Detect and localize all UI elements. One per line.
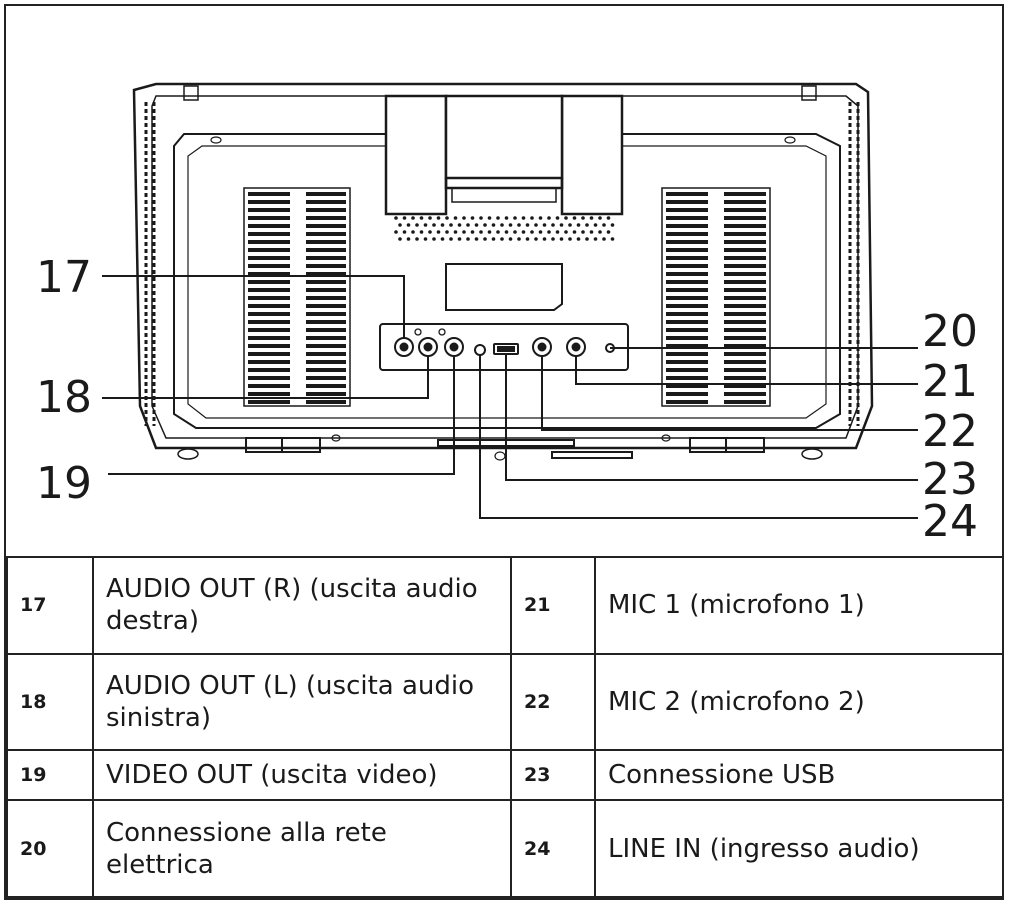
callout-20: 20 [922, 306, 978, 357]
figure-frame: 17 18 19 20 21 22 23 24 17 AUDIO OUT (R)… [4, 4, 1004, 900]
device-rear-diagram: 17 18 19 20 21 22 23 24 [6, 6, 1002, 556]
table-row: 17 AUDIO OUT (R) (uscita audio destra) 2… [6, 556, 1004, 655]
legend-description: MIC 2 (microfono 2) [594, 652, 1004, 752]
vent-left [243, 187, 351, 407]
callout-18: 18 [36, 372, 92, 423]
callout-24: 24 [922, 496, 978, 547]
vent-right [661, 187, 771, 407]
legend-description: LINE IN (ingresso audio) [594, 799, 1004, 898]
callout-21: 21 [922, 356, 978, 407]
legend-number: 22 [510, 652, 596, 752]
legend-number: 18 [6, 652, 94, 752]
legend-description: Connessione USB [594, 749, 1004, 802]
callout-17: 17 [36, 252, 92, 303]
legend-description: Connessione alla rete elettrica [92, 799, 512, 898]
legend-number: 24 [510, 799, 596, 898]
legend-number: 19 [6, 749, 94, 802]
legend-number: 23 [510, 749, 596, 802]
label-plate [445, 263, 563, 311]
leader-lines [102, 275, 918, 519]
callout-19: 19 [36, 458, 92, 509]
device-rear-illustration: 17 18 19 20 21 22 23 24 [36, 82, 978, 547]
table-row: 19 VIDEO OUT (uscita video) 23 Connessio… [6, 749, 1004, 802]
callout-23: 23 [922, 454, 978, 505]
table-row: 20 Connessione alla rete elettrica 24 LI… [6, 799, 1004, 898]
connector-panel [379, 323, 629, 371]
table-row: 18 AUDIO OUT (L) (uscita audio sinistra)… [6, 652, 1004, 752]
speaker-grille [394, 216, 615, 241]
stand-handle [384, 94, 624, 216]
legend-table: 17 AUDIO OUT (R) (uscita audio destra) 2… [6, 556, 1004, 898]
legend-number: 20 [6, 799, 94, 898]
side-grilles [144, 102, 860, 426]
legend-number: 21 [510, 556, 596, 655]
legend-description: AUDIO OUT (L) (uscita audio sinistra) [92, 652, 512, 752]
legend-number: 17 [6, 556, 94, 655]
legend-description: VIDEO OUT (uscita video) [92, 749, 512, 802]
callout-22: 22 [922, 406, 978, 457]
legend-description: MIC 1 (microfono 1) [594, 556, 1004, 655]
legend-description: AUDIO OUT (R) (uscita audio destra) [92, 556, 512, 655]
